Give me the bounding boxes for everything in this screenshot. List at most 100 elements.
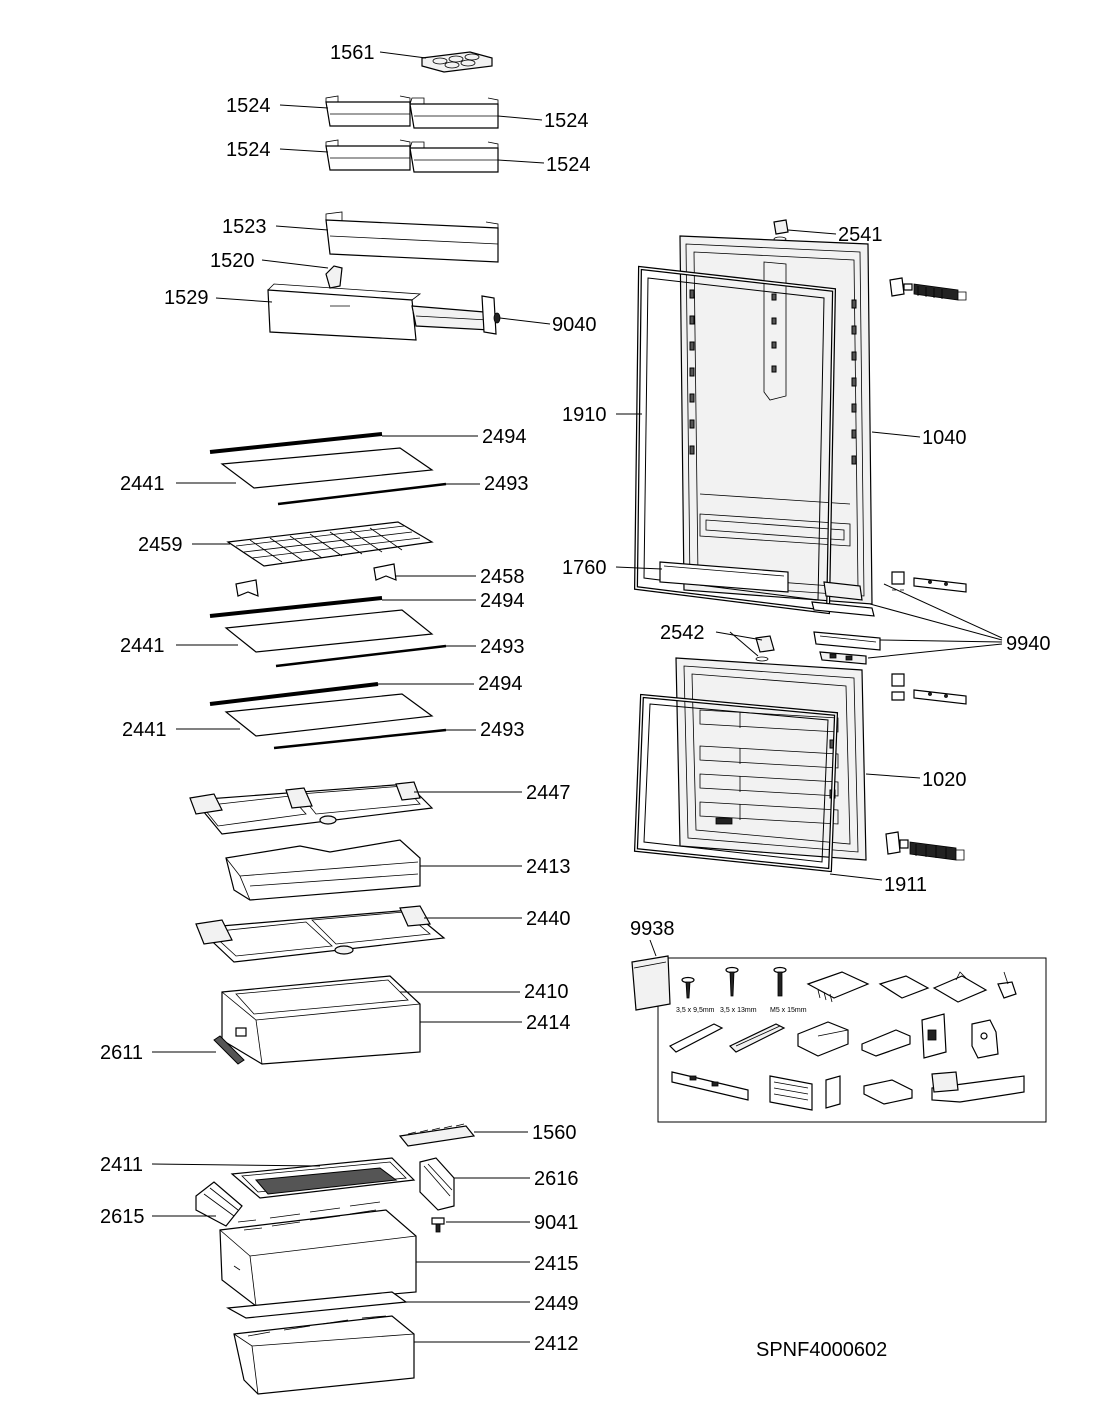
part-2441-glass-shelf [224, 609, 434, 653]
part-2616-rail-bracket [419, 1157, 455, 1211]
part-9041-knob [431, 1217, 445, 1233]
callout-2493: 2493 [480, 636, 525, 658]
part-1524-door-shelf [325, 95, 411, 127]
bracket-icon [797, 1021, 849, 1057]
part-1911-freezer-door-gasket [633, 693, 839, 873]
callout-2412: 2412 [534, 1333, 579, 1355]
callout-1524: 1524 [546, 154, 591, 176]
callout-2449: 2449 [534, 1293, 579, 1315]
callout-1529: 1529 [164, 287, 209, 309]
strip-icon [668, 1023, 724, 1053]
part-1020-freezer-door [675, 657, 867, 861]
callout-2441: 2441 [122, 719, 167, 741]
callout-2494: 2494 [480, 590, 525, 612]
callout-1020: 1020 [922, 769, 967, 791]
callout-1560: 1560 [532, 1122, 577, 1144]
callout-1520: 1520 [210, 250, 255, 272]
hinge-part-icon [971, 1019, 999, 1059]
callout-9940: 9940 [1006, 633, 1051, 655]
callout-2616: 2616 [534, 1168, 579, 1190]
callout-9938: 9938 [630, 918, 675, 940]
clip-icon [997, 971, 1017, 999]
callout-1911: 1911 [884, 874, 927, 896]
part-2493-shelf-trim [273, 728, 447, 750]
callout-2493: 2493 [484, 473, 529, 495]
screw-icon [681, 976, 695, 999]
accessory-plate-icon [932, 971, 988, 1003]
callout-2541: 2541 [838, 224, 883, 246]
part-1523-door-shelf-long [325, 211, 499, 263]
callout-2493: 2493 [480, 719, 525, 741]
callout-1524: 1524 [544, 110, 589, 132]
part-2458-bracket [235, 563, 397, 597]
part-1529-dairy-compartment [267, 283, 497, 341]
hinge-part-icon [921, 1013, 947, 1059]
part-1524-door-shelf [409, 141, 499, 173]
part-2494-shelf-trim [209, 682, 379, 706]
callout-2494: 2494 [482, 426, 527, 448]
part-9940-hinge-parts [811, 571, 967, 705]
part-9938-bag [631, 955, 671, 1011]
callout-9041: 9041 [534, 1212, 579, 1234]
rail-icon [671, 1071, 749, 1101]
accessory-plate-icon [878, 975, 930, 999]
bracket-icon [861, 1029, 911, 1057]
part-2415-freezer-drawer [219, 1201, 417, 1307]
part-2494-shelf-trim [209, 596, 383, 618]
drawing-code: SPNF4000602 [756, 1339, 887, 1361]
screw-icon [725, 966, 739, 997]
callout-2414: 2414 [526, 1012, 571, 1034]
part-2441-glass-shelf [220, 447, 434, 489]
part-1040-fridge-door [679, 235, 873, 605]
part-2410-freezer-drawer [221, 975, 421, 1065]
callout-2611: 2611 [100, 1042, 143, 1064]
callout-2459: 2459 [138, 534, 183, 556]
profile-icon [769, 1075, 813, 1111]
part-2494-shelf-trim [209, 432, 383, 454]
part-1520-clip [325, 265, 343, 289]
part-2441-glass-shelf [224, 693, 434, 737]
callout-2440: 2440 [526, 908, 571, 930]
accessory-plate-icon [806, 971, 870, 1003]
screw-size-label: 3,5 x 13mm [720, 1007, 757, 1014]
callout-9040: 9040 [552, 314, 597, 336]
callout-2415: 2415 [534, 1253, 579, 1275]
callout-2494: 2494 [478, 673, 523, 695]
callout-2413: 2413 [526, 856, 571, 878]
callout-2542: 2542 [660, 622, 705, 644]
callout-2615: 2615 [100, 1206, 145, 1228]
part-2615-rail-bracket [195, 1181, 243, 1227]
callout-1760: 1760 [562, 557, 607, 579]
accessory-kit-box: 3,5 x 9,5mm 3,5 x 13mm M5 x 15mm [631, 955, 1047, 1123]
part-1524-door-shelf [409, 97, 499, 129]
screw-size-label: 3,5 x 9,5mm [676, 1007, 715, 1014]
part-lower-hinge-assembly [885, 831, 965, 861]
screw-icon [773, 966, 787, 997]
profile-icon [825, 1075, 841, 1109]
part-2541-hinge-cap [773, 219, 789, 242]
part-upper-hinge-assembly [889, 277, 967, 301]
callout-1524: 1524 [226, 95, 271, 117]
part-2440-drawer-cover [195, 905, 446, 963]
callout-1040: 1040 [922, 427, 967, 449]
screw-size-label: M5 x 15mm [770, 1007, 807, 1014]
part-1524-door-shelf [325, 139, 411, 171]
part-2493-shelf-trim [275, 644, 447, 668]
strip-icon [728, 1023, 786, 1053]
bracket-icon [863, 1079, 913, 1105]
part-2413-crisper-drawer [225, 839, 421, 901]
door-liner-notches [689, 289, 857, 465]
part-2412-freezer-drawer [233, 1315, 415, 1395]
callout-1524: 1524 [226, 139, 271, 161]
callout-2458: 2458 [480, 566, 525, 588]
part-2611-rail [213, 1035, 245, 1065]
callout-2410: 2410 [524, 981, 569, 1003]
handle-icon [931, 1071, 1025, 1103]
callout-2441: 2441 [120, 635, 165, 657]
callout-1523: 1523 [222, 216, 267, 238]
part-2493-shelf-trim [277, 482, 447, 506]
callout-2447: 2447 [526, 782, 571, 804]
callout-2411: 2411 [100, 1154, 143, 1176]
part-1760-handle-profile [659, 561, 789, 593]
